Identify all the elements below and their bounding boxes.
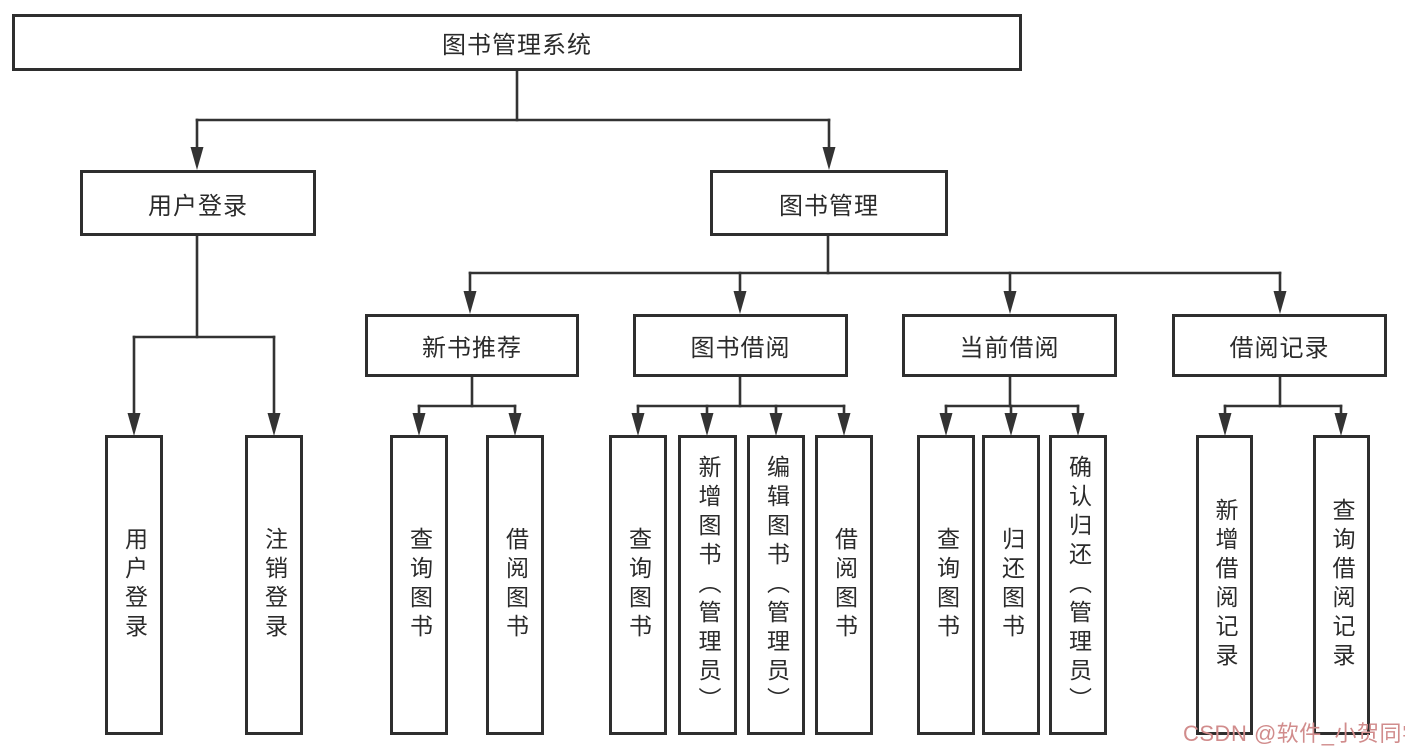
leaf-logout: 注销登录 <box>245 435 303 735</box>
leaf-borrow-add-admin: 新增图书（管理员） <box>678 435 737 735</box>
node-current-borrow: 当前借阅 <box>902 314 1117 377</box>
leaf-current-return: 归还图书 <box>982 435 1040 735</box>
leaf-current-confirm-return-admin: 确认归还（管理员） <box>1049 435 1107 735</box>
connector-new-book-to-leaves <box>412 374 522 436</box>
node-book-management: 图书管理 <box>710 170 948 236</box>
leaf-newbook-borrow: 借阅图书 <box>486 435 544 735</box>
connector-user-login-to-leaves <box>127 233 281 436</box>
node-new-book-recommend: 新书推荐 <box>365 314 579 377</box>
connector-borrow-record-to-leaves <box>1218 374 1348 436</box>
connector-book-borrow-to-leaves <box>631 374 851 436</box>
leaf-borrow-book: 借阅图书 <box>815 435 873 735</box>
connector-root-to-level2 <box>190 68 836 170</box>
leaf-borrow-edit-admin: 编辑图书（管理员） <box>747 435 805 735</box>
connector-book-management-to-modules <box>463 233 1287 314</box>
node-book-borrow: 图书借阅 <box>633 314 848 377</box>
node-borrow-record: 借阅记录 <box>1172 314 1387 377</box>
leaf-newbook-query: 查询图书 <box>390 435 448 735</box>
leaf-current-query: 查询图书 <box>917 435 975 735</box>
node-user-login: 用户登录 <box>80 170 316 236</box>
leaf-borrow-query: 查询图书 <box>609 435 667 735</box>
leaf-user-login: 用户登录 <box>105 435 163 735</box>
leaf-record-query: 查询借阅记录 <box>1313 435 1370 735</box>
node-root-system: 图书管理系统 <box>12 14 1022 71</box>
connector-current-borrow-to-leaves <box>939 374 1085 436</box>
csdn-watermark: CSDN @软件_小贺同学 <box>1183 721 1405 746</box>
leaf-record-add: 新增借阅记录 <box>1196 435 1253 735</box>
